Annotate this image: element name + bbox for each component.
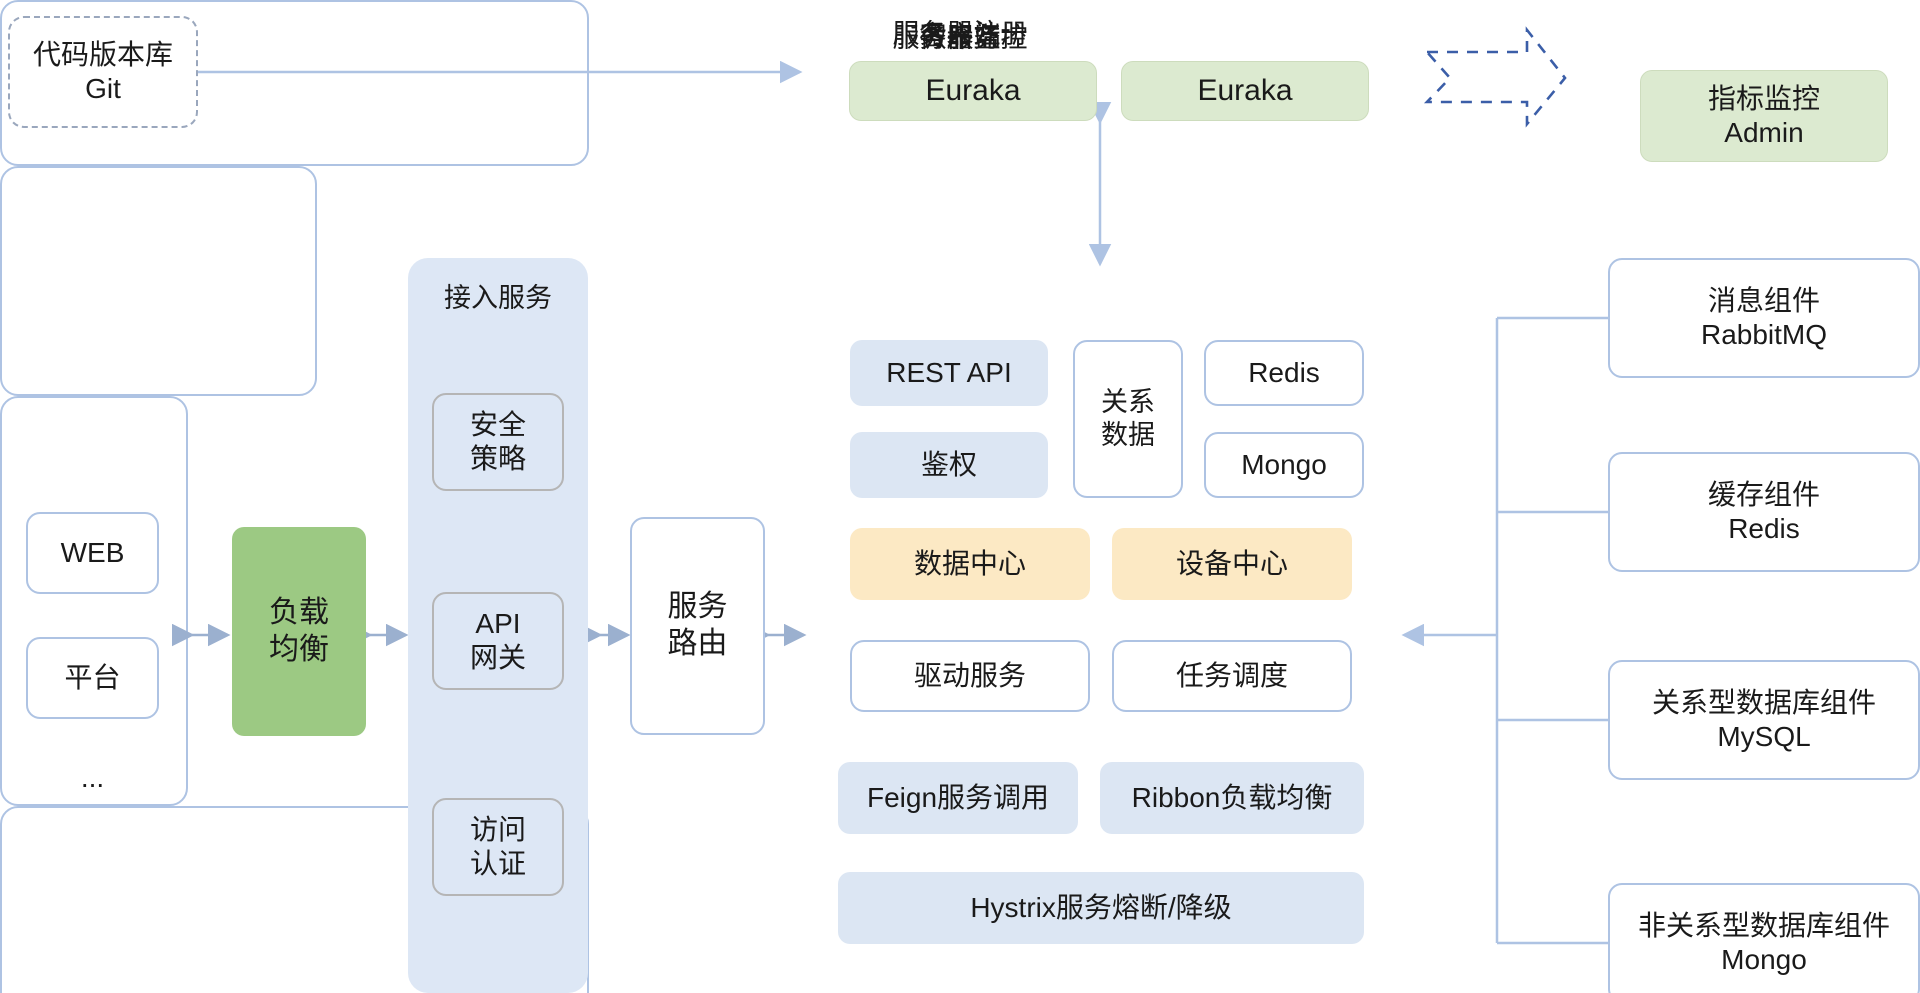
microservice-node-label: Hystrix服务熔断/降级 — [970, 891, 1232, 923]
access-node-access-auth[interactable]: 访问 认证 — [432, 798, 564, 896]
component-label: 关系型数据库组件 MySQL — [1651, 686, 1876, 752]
microservice-node-label: Ribbon负载均衡 — [1131, 781, 1333, 813]
registry-title: 服务器注册 — [892, 19, 1028, 49]
client-node-label: 平台 — [64, 661, 121, 693]
monitor-title: 服务器监控 — [892, 23, 1028, 53]
microservice-node-rest-api[interactable]: REST API — [850, 340, 1048, 406]
microservice-title: 微服务 — [919, 23, 1001, 53]
microservice-node-hystrix[interactable]: Hystrix服务熔断/降级 — [838, 872, 1364, 944]
microservice-node-device-center[interactable]: 设备中心 — [1112, 528, 1352, 600]
component-label: 缓存组件 Redis — [1707, 478, 1820, 544]
client-node-platform[interactable]: 平台 — [26, 637, 159, 719]
client-node-more: ... — [26, 755, 159, 801]
component-box-mongo[interactable]: 非关系型数据库组件 Mongo — [1608, 883, 1920, 993]
microservice-node-label: 关系 数据 — [1101, 387, 1155, 450]
microservice-node-label: 任务调度 — [1175, 659, 1288, 691]
access-node-security-policy[interactable]: 安全 策略 — [432, 393, 564, 491]
microservice-node-label: Redis — [1248, 356, 1320, 388]
microservice-node-ribbon[interactable]: Ribbon负载均衡 — [1100, 762, 1364, 834]
access-node-label: 访问 认证 — [469, 813, 526, 879]
microservice-node-driver-service[interactable]: 驱动服务 — [850, 640, 1090, 712]
microservice-node-auth[interactable]: 鉴权 — [850, 432, 1048, 498]
microservice-node-mongo[interactable]: Mongo — [1204, 432, 1364, 498]
microservice-node-label: 鉴权 — [920, 448, 977, 480]
access-node-label: API 网关 — [469, 607, 526, 673]
microservice-node-feign[interactable]: Feign服务调用 — [838, 762, 1078, 834]
monitor-node-label: 指标监控 Admin — [1707, 82, 1820, 148]
registry-node-label: Euraka — [925, 73, 1021, 107]
service-route-label: 服务 路由 — [667, 590, 728, 660]
load-balancer-label: 负载 均衡 — [269, 595, 329, 666]
microservice-node-label: 设备中心 — [1175, 547, 1288, 579]
registry-panel[interactable]: 服务器注册 — [0, 0, 1028, 166]
microservice-node-label: REST API — [886, 356, 1012, 388]
service-route-box[interactable]: 服务 路由 — [630, 517, 765, 735]
component-label: 消息组件 RabbitMQ — [1700, 284, 1828, 350]
wire-components-bracket — [1401, 316, 1608, 945]
git-repository-box[interactable]: 代码版本库 Git — [8, 16, 198, 128]
registry-node-euraka-1[interactable]: Euraka — [849, 61, 1097, 121]
microservice-node-relational-data[interactable]: 关系 数据 — [1073, 340, 1183, 498]
component-box-rabbitmq[interactable]: 消息组件 RabbitMQ — [1608, 258, 1920, 378]
microservice-node-redis[interactable]: Redis — [1204, 340, 1364, 406]
client-node-label: WEB — [60, 536, 125, 568]
microservice-node-label: 驱动服务 — [913, 659, 1026, 691]
client-node-label: ... — [80, 761, 105, 793]
load-balancer-box[interactable]: 负载 均衡 — [232, 527, 366, 736]
microservice-node-label: Feign服务调用 — [866, 781, 1050, 813]
microservice-node-label: 数据中心 — [913, 547, 1026, 579]
microservice-node-task-schedule[interactable]: 任务调度 — [1112, 640, 1352, 712]
registry-node-label: Euraka — [1197, 73, 1293, 107]
microservice-node-label: Mongo — [1241, 448, 1327, 480]
access-service-title: 接入服务 — [444, 283, 552, 313]
microservice-node-data-center[interactable]: 数据中心 — [850, 528, 1090, 600]
client-title: 客户端 — [919, 21, 1001, 51]
client-node-web[interactable]: WEB — [26, 512, 159, 594]
component-box-redis[interactable]: 缓存组件 Redis — [1608, 452, 1920, 572]
monitor-node-admin[interactable]: 指标监控 Admin — [1640, 70, 1888, 162]
git-label: 代码版本库 Git — [32, 38, 173, 104]
component-label: 非关系型数据库组件 Mongo — [1637, 909, 1890, 975]
registry-node-euraka-2[interactable]: Euraka — [1121, 61, 1369, 121]
client-panel[interactable]: 客户端 — [0, 21, 1001, 806]
access-node-label: 安全 策略 — [469, 408, 526, 474]
component-box-mysql[interactable]: 关系型数据库组件 MySQL — [1608, 660, 1920, 780]
monitor-panel[interactable]: 服务器监控 — [0, 23, 1028, 396]
access-node-api-gateway[interactable]: API 网关 — [432, 592, 564, 690]
